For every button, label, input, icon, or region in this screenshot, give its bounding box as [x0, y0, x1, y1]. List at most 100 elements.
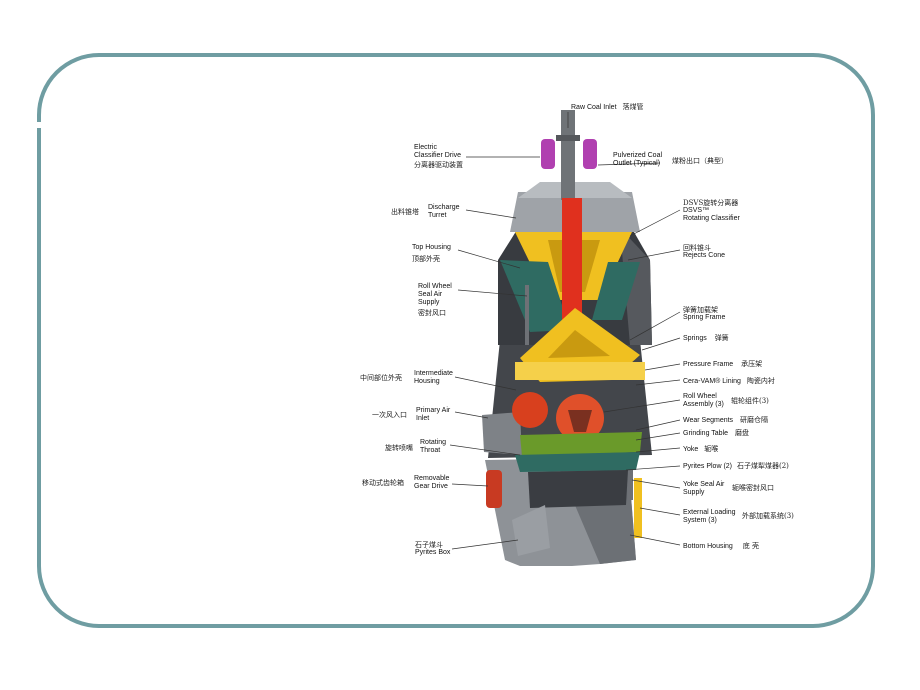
- label-wear-segments-en: Wear Segments: [683, 417, 734, 424]
- label-intermediate-zh: 中间部位外壳: [360, 374, 402, 382]
- label-gear-drive-en2: Gear Drive: [414, 483, 448, 490]
- rejects-cone-shape: [500, 260, 570, 332]
- rotating-throat-shape: [515, 452, 640, 472]
- drive-motor-right: [583, 139, 597, 169]
- leader-primary-air: [454, 411, 489, 419]
- label-yoke-en: Yoke: [683, 446, 699, 453]
- label-electric-classifier-drive: Electric Classifier Drive 分离器驱动装置: [414, 144, 463, 169]
- label-grinding-table-en: Grinding Table: [683, 430, 729, 437]
- label-seal-air-en3: Supply: [418, 299, 440, 306]
- label-dsvs-zh: DSVS旋转分离器: [683, 199, 739, 207]
- leader-pressure-frame: [644, 363, 681, 371]
- label-discharge-en1: Discharge: [428, 204, 460, 211]
- label-raw-coal-inlet: Raw Coal Inlet 落煤管: [571, 103, 643, 112]
- label-external-en2: System (3): [683, 517, 717, 524]
- leader-seal-air: [457, 289, 528, 297]
- roll-wheel-core: [568, 410, 592, 432]
- label-pressure-frame: Pressure Frame 承压架: [683, 360, 762, 369]
- leader-springs: [641, 337, 681, 351]
- leader-rotating-throat: [449, 444, 521, 456]
- label-wear-segments-zh: 研磨仓隔: [740, 416, 769, 424]
- label-rotating-throat-zh: 旋转喷嘴: [385, 444, 413, 452]
- label-roll-wheel-seal-air: Roll Wheel Seal Air Supply 密封风口: [418, 283, 452, 317]
- label-rejects-cone: 回料锥斗 Rejects Cone: [683, 244, 725, 260]
- label-grinding-table: Grinding Table 磨盘: [683, 429, 749, 438]
- label-electric-en1: Electric: [414, 144, 437, 151]
- label-bottom-housing-zh: 底 壳: [742, 542, 759, 550]
- label-intermediate-housing: Intermediate Housing: [414, 370, 453, 386]
- label-external-loading: External Loading System (3): [683, 509, 736, 525]
- label-pyrites-plow: Pyrites Plow (2) 石子煤犁煤器(2): [683, 462, 789, 471]
- leader-pyrites-box: [451, 539, 519, 550]
- label-spring-frame-en: Spring Frame: [683, 314, 726, 321]
- label-intermediate-en1: Intermediate: [414, 370, 453, 377]
- label-pulverized-zh: 煤粉出口（典型）: [672, 157, 728, 165]
- leader-lines: [449, 112, 681, 550]
- main-shaft: [562, 198, 582, 328]
- label-yoke-seal-en2: Supply: [683, 489, 705, 496]
- label-yoke-seal-en1: Yoke Seal Air: [683, 481, 725, 488]
- label-pyrites-box: 石子煤斗 Pyrites Box: [415, 541, 450, 557]
- raw-coal-pipe-flange: [556, 135, 580, 141]
- label-seal-air-zh: 密封风口: [418, 309, 446, 317]
- label-top-housing-en: Top Housing: [412, 244, 451, 251]
- label-cera-vam-en: Cera-VAM® Lining: [683, 378, 741, 385]
- label-seal-air-en1: Roll Wheel: [418, 283, 452, 290]
- label-grinding-table-zh: 磨盘: [734, 429, 749, 437]
- label-roll-wheel-en1: Roll Wheel: [683, 393, 717, 400]
- label-yoke-zh: 轭喉: [704, 445, 719, 453]
- label-roll-wheel-assembly: Roll Wheel Assembly (3): [683, 393, 724, 409]
- leader-rejects-cone: [627, 249, 681, 261]
- yoke-seal-pipe: [628, 470, 633, 500]
- external-loading-rod: [634, 478, 642, 538]
- label-primary-air-zh: 一次风入口: [372, 411, 407, 419]
- label-primary-air-inlet: Primary Air Inlet: [416, 407, 450, 423]
- slide-frame: [37, 53, 875, 628]
- leader-spring-frame: [629, 311, 681, 341]
- label-discharge-en2: Turret: [428, 212, 447, 219]
- label-external-zh: 外部加载系统(3): [742, 512, 794, 520]
- drive-motor-left: [541, 139, 555, 169]
- label-spring-frame-zh: 弹簧加载架: [683, 306, 718, 314]
- leader-dsvs: [629, 209, 681, 237]
- label-pressure-frame-en: Pressure Frame: [683, 361, 734, 368]
- label-pyrites-plow-en: Pyrites Plow (2): [683, 463, 733, 470]
- roll-wheel-left: [512, 392, 548, 428]
- label-dsvs-en1: DSVS™: [683, 207, 710, 214]
- label-springs-zh: 弹簧: [714, 334, 729, 342]
- label-pulverized-en1: Pulverized Coal: [613, 152, 663, 159]
- label-roll-wheel-en2: Assembly (3): [683, 401, 724, 408]
- label-discharge-zh: 出料锥塔: [391, 208, 419, 216]
- label-pulverized-coal-outlet: Pulverized Coal Outlet (Typical): [613, 152, 662, 168]
- label-rotating-throat: Rotating Throat: [420, 439, 446, 455]
- label-electric-en2: Classifier Drive: [414, 152, 462, 159]
- primary-air-inlet-shape: [482, 412, 522, 455]
- label-gear-drive-zh: 移动式齿轮箱: [362, 479, 404, 487]
- spring-frame-inner: [548, 330, 610, 358]
- leader-pulverized-outlet: [597, 162, 661, 166]
- label-cera-vam: Cera-VAM® Lining 陶瓷内衬: [683, 377, 775, 386]
- label-raw-coal-inlet-zh: 落煤管: [622, 103, 644, 111]
- label-springs: Springs 弹簧: [683, 334, 729, 343]
- label-seal-air-en2: Seal Air: [418, 291, 443, 298]
- label-dsvs-en2: Rotating Classifier: [683, 215, 740, 222]
- label-removable-gear-drive: Removable Gear Drive: [414, 475, 449, 491]
- leader-pyrites-plow: [625, 465, 681, 471]
- label-primary-air-en1: Primary Air: [416, 407, 451, 414]
- label-pressure-frame-zh: 承压架: [741, 360, 763, 368]
- label-rotating-en2: Throat: [420, 447, 441, 454]
- label-bottom-housing-en: Bottom Housing: [683, 543, 733, 550]
- label-electric-zh: 分离器驱动装置: [414, 161, 463, 169]
- label-yoke-seal-zh: 轭喉密封风口: [732, 484, 774, 492]
- label-roll-wheel-zh: 辊轮组件(3): [731, 397, 769, 405]
- leader-grinding-table: [635, 432, 681, 441]
- label-rejects-zh: 回料锥斗: [683, 244, 711, 252]
- rejects-cone-shape-r: [592, 262, 640, 320]
- label-intermediate-en2: Housing: [414, 378, 440, 385]
- label-rotating-en1: Rotating: [420, 439, 447, 446]
- gear-drive-red: [486, 470, 502, 508]
- label-yoke-seal-air: Yoke Seal Air Supply: [683, 481, 724, 497]
- leader-yoke-seal: [631, 479, 681, 489]
